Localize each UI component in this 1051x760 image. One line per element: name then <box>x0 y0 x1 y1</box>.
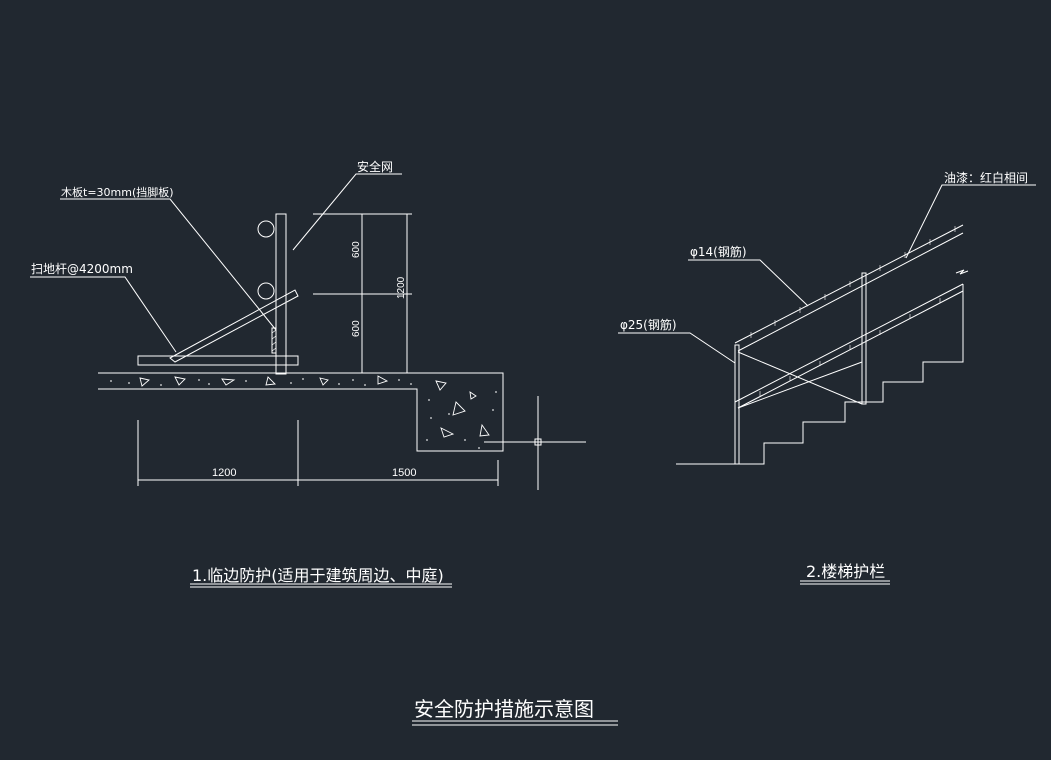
sweep-pole-label: 扫地杆@4200mm <box>31 262 133 276</box>
safety-net-label: 安全网 <box>357 159 393 174</box>
post-25-label: φ25(钢筋) <box>620 317 677 332</box>
paint-label: 油漆：红白相间 <box>944 170 1028 185</box>
stair-steps <box>676 284 964 465</box>
figure2-caption: 2.楼梯护栏 <box>806 562 885 581</box>
base-plank <box>137 355 299 366</box>
rail-14-label: φ14(钢筋) <box>690 244 747 259</box>
upper-rail-section <box>257 220 275 238</box>
railing-post <box>275 213 287 375</box>
stair-post-2 <box>861 272 867 405</box>
toe-board-label: 木板t=30mm(挡脚板) <box>61 185 174 199</box>
paint-leader <box>905 184 1036 259</box>
dim-width-1500: 1500 <box>392 467 416 479</box>
stair-railing-figure <box>618 184 1036 585</box>
dim-lower-600: 600 <box>351 320 362 337</box>
diagonal-brace <box>169 289 299 363</box>
sweep-pole-leader <box>30 276 177 353</box>
safety-net-leader <box>292 173 402 251</box>
figure1-caption: 1.临边防护(适用于建筑周边、中庭) <box>192 566 444 585</box>
lower-rail-section <box>257 282 275 300</box>
dim-total-1200: 1200 <box>396 276 407 299</box>
dim-upper-600: 600 <box>351 241 362 258</box>
concrete-hatch <box>110 375 497 449</box>
stair-post-1 <box>734 344 740 465</box>
dim-width-1200: 1200 <box>212 467 236 479</box>
post-25-leader <box>618 332 736 364</box>
toe-board-leader <box>60 198 277 331</box>
floor-slab <box>98 372 504 452</box>
edge-protection-figure <box>30 173 586 588</box>
drawing-title: 安全防护措施示意图 <box>414 697 594 721</box>
rail-14-leader <box>688 259 809 307</box>
